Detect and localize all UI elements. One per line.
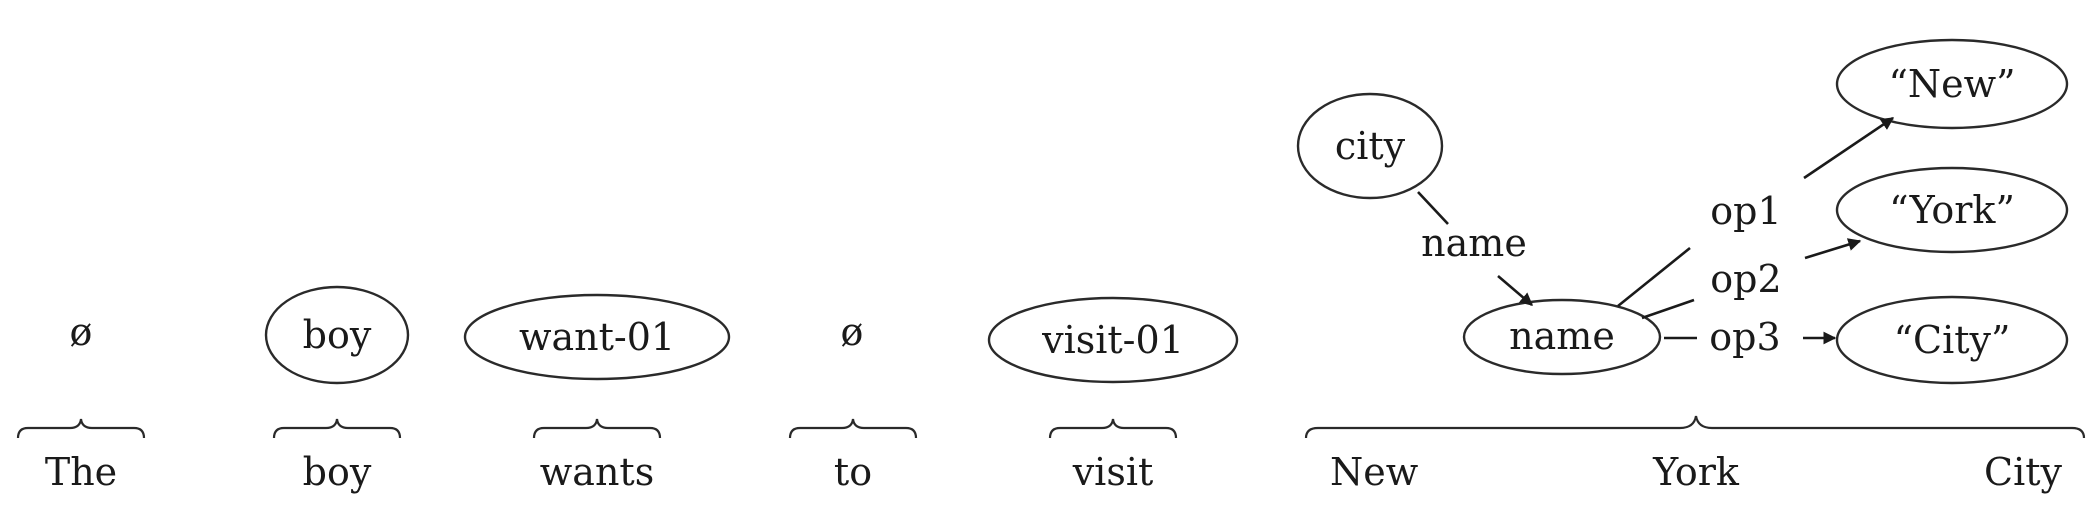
brace-the bbox=[16, 418, 146, 439]
node-want-01-label: want-01 bbox=[519, 315, 675, 359]
word-visit: visit bbox=[1072, 450, 1154, 494]
edge-op3-label: op3 bbox=[1709, 315, 1780, 359]
brace-boy bbox=[272, 418, 402, 439]
node-name-label: name bbox=[1509, 314, 1615, 358]
node-visit-01-label: visit-01 bbox=[1041, 318, 1184, 362]
edge-op1-label: op1 bbox=[1710, 189, 1781, 233]
word-new: New bbox=[1330, 450, 1419, 494]
node-city-string: “City” bbox=[1835, 295, 2069, 385]
node-boy-label: boy bbox=[303, 313, 372, 357]
edge-op1-lower bbox=[1617, 246, 1691, 308]
word-the: The bbox=[45, 450, 117, 494]
node-new-string: “New” bbox=[1835, 38, 2069, 130]
node-city-string-label: “City” bbox=[1894, 318, 2011, 362]
word-to: to bbox=[834, 450, 872, 494]
word-york: York bbox=[1652, 450, 1740, 494]
edge-op1-arrow bbox=[1803, 116, 1895, 180]
node-boy: boy bbox=[264, 285, 410, 385]
word-city: City bbox=[1984, 450, 2062, 494]
node-new-string-label: “New” bbox=[1888, 62, 2015, 106]
edge-city-to-name-arrow bbox=[1497, 275, 1533, 306]
empty-alignment-to: ø bbox=[841, 310, 864, 354]
brace-to bbox=[788, 418, 918, 439]
empty-alignment-the: ø bbox=[70, 310, 93, 354]
edge-name-label: name bbox=[1421, 221, 1527, 265]
node-city-label: city bbox=[1335, 124, 1406, 168]
brace-new-york-city bbox=[1304, 415, 2086, 439]
edge-op2-lower bbox=[1641, 298, 1695, 320]
node-want-01: want-01 bbox=[463, 293, 731, 381]
node-city: city bbox=[1296, 92, 1444, 200]
edge-city-to-name-upper bbox=[1417, 191, 1449, 225]
word-wants: wants bbox=[540, 450, 654, 494]
node-york-string-label: “York” bbox=[1889, 188, 2015, 232]
node-york-string: “York” bbox=[1835, 166, 2069, 254]
word-boy: boy bbox=[303, 450, 372, 494]
brace-wants bbox=[532, 418, 662, 439]
edge-op2-arrow bbox=[1804, 238, 1862, 260]
edge-op2-label: op2 bbox=[1710, 257, 1781, 301]
brace-visit bbox=[1048, 418, 1178, 439]
node-visit-01: visit-01 bbox=[987, 296, 1239, 384]
node-name: name bbox=[1462, 298, 1662, 376]
